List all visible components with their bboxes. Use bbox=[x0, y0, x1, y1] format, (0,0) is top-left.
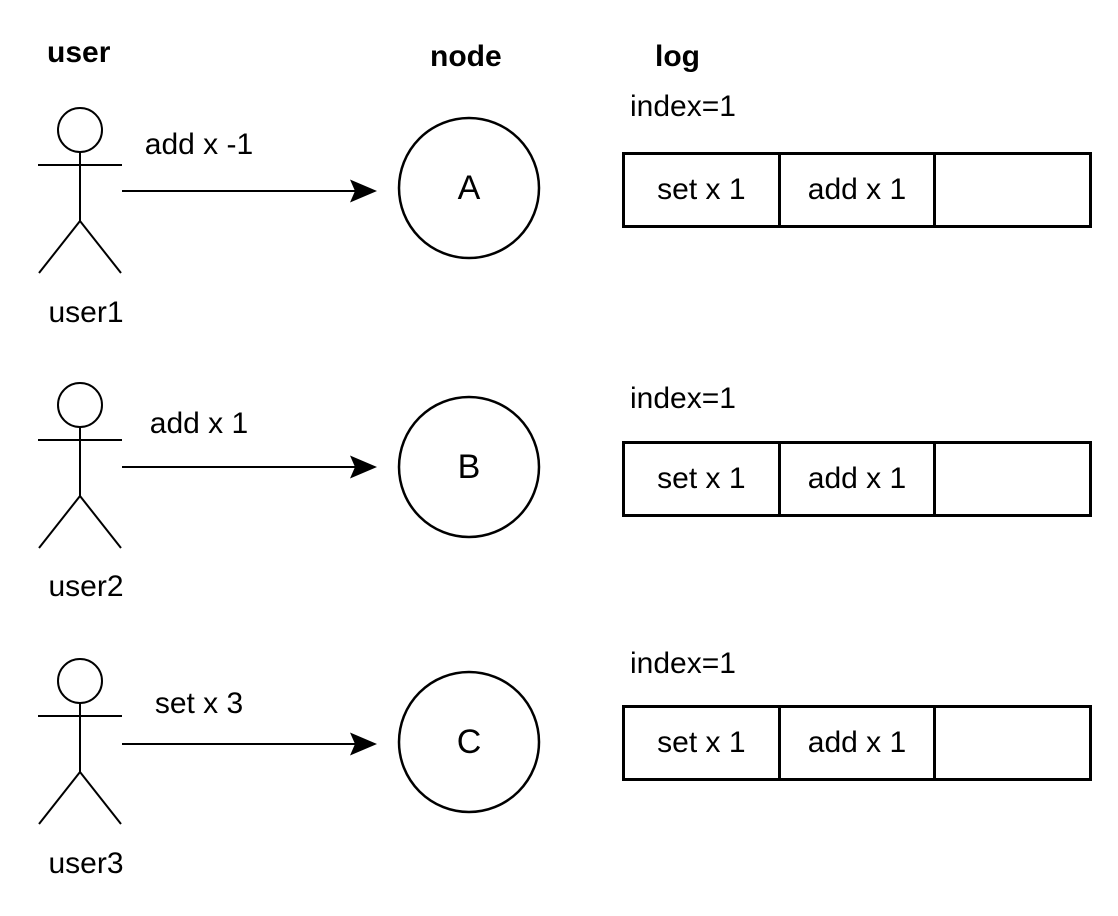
message-label: add x -1 bbox=[144, 128, 254, 161]
column-header-log: log bbox=[655, 40, 700, 73]
message-label: add x 1 bbox=[149, 407, 249, 440]
log-cell: add x 1 bbox=[781, 708, 937, 778]
actor-stick-figure-icon bbox=[38, 382, 122, 549]
message-right-arrow-icon bbox=[122, 179, 377, 203]
log-index-label: index=1 bbox=[630, 647, 736, 680]
column-header-user: user bbox=[47, 36, 111, 69]
actor-stick-figure-icon bbox=[38, 658, 122, 825]
column-header-node: node bbox=[430, 40, 502, 73]
log-cell: set x 1 bbox=[625, 708, 781, 778]
log-cell-empty bbox=[936, 155, 1089, 225]
user-name-label: user2 bbox=[48, 570, 124, 603]
user-name-label: user3 bbox=[48, 847, 124, 880]
log-array: set x 1 add x 1 bbox=[622, 705, 1092, 781]
node-circle bbox=[397, 395, 541, 539]
log-index-label: index=1 bbox=[630, 382, 736, 415]
user-name-label: user1 bbox=[48, 296, 124, 329]
message-label: set x 3 bbox=[154, 687, 244, 720]
log-cell-empty bbox=[936, 708, 1089, 778]
node-label: C bbox=[456, 723, 482, 761]
log-cell-empty bbox=[936, 444, 1089, 514]
message-right-arrow-icon bbox=[122, 732, 377, 756]
log-array: set x 1 add x 1 bbox=[622, 152, 1092, 228]
actor-stick-figure-icon bbox=[38, 107, 122, 274]
log-cell: set x 1 bbox=[625, 444, 781, 514]
log-cell: add x 1 bbox=[781, 444, 937, 514]
message-right-arrow-icon bbox=[122, 455, 377, 479]
log-index-label: index=1 bbox=[630, 90, 736, 123]
log-array: set x 1 add x 1 bbox=[622, 441, 1092, 517]
node-label: A bbox=[457, 169, 481, 207]
node-circle bbox=[397, 116, 541, 260]
node-label: B bbox=[457, 448, 481, 486]
node-circle bbox=[397, 670, 541, 814]
log-cell: add x 1 bbox=[781, 155, 937, 225]
log-cell: set x 1 bbox=[625, 155, 781, 225]
